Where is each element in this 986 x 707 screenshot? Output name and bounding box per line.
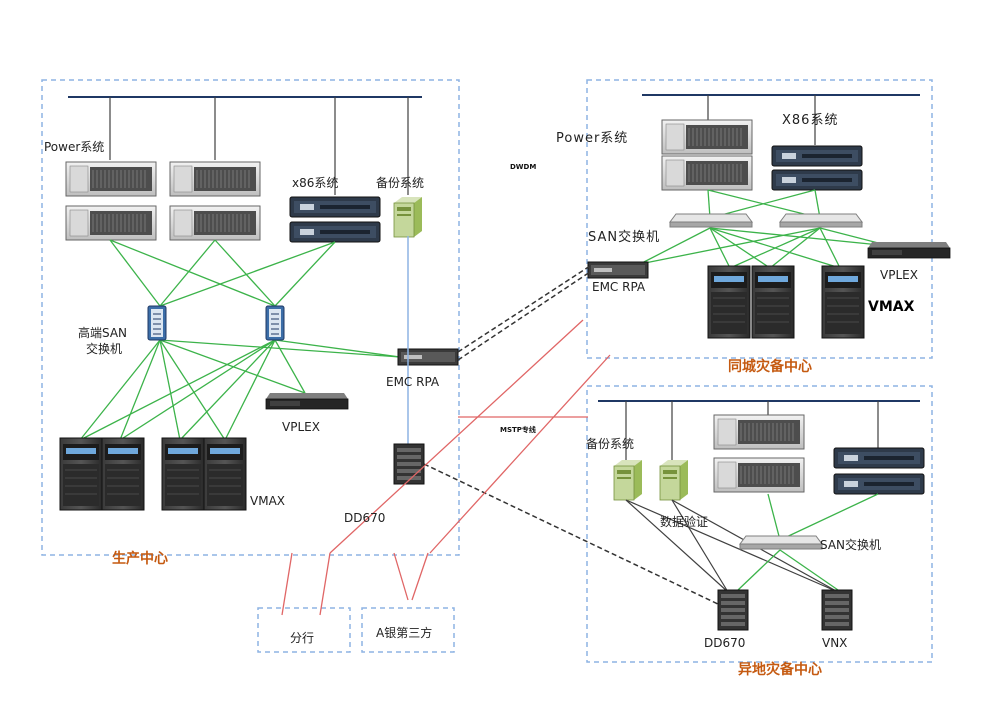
label-remote-backup: 备份系统 xyxy=(586,437,634,451)
label-zone-branch: 分行 xyxy=(290,631,314,645)
production-emc-rpa xyxy=(397,348,459,366)
label-sc-vmax: VMAX xyxy=(868,299,915,315)
samecity-san-switches xyxy=(669,213,863,228)
label-zone-samecity: 同城灾备中心 xyxy=(728,358,812,375)
samecity-san-links xyxy=(639,189,891,269)
production-backup-server xyxy=(393,196,423,238)
production-san-switches xyxy=(147,305,285,341)
label-sc-emc-rpa: EMC RPA xyxy=(592,280,646,294)
zone-borders xyxy=(41,79,933,663)
production-vplex xyxy=(265,392,349,410)
label-prod-vplex: VPLEX xyxy=(282,420,320,434)
production-dd670 xyxy=(393,443,425,485)
remote-vnx xyxy=(821,589,853,631)
samecity-vmax-arrays xyxy=(707,265,865,339)
production-zone xyxy=(41,79,460,556)
production-san-links xyxy=(79,239,401,441)
label-prod-emc-rpa: EMC RPA xyxy=(386,375,440,389)
label-prod-san-2: 交换机 xyxy=(86,341,122,356)
label-zone-production: 生产中心 xyxy=(112,550,168,567)
label-dwdm: DWDM xyxy=(510,163,536,171)
production-vmax-arrays xyxy=(59,437,247,511)
label-remote-vnx: VNX xyxy=(822,636,847,650)
label-prod-san-1: 高端SAN xyxy=(78,325,127,340)
label-remote-san: SAN交换机 xyxy=(820,537,881,552)
dwdm-links xyxy=(468,177,582,216)
label-prod-backup: 备份系统 xyxy=(376,176,424,190)
remote-dd670 xyxy=(717,589,749,631)
bus-drops xyxy=(109,95,879,460)
samecity-emc-rpa xyxy=(587,261,649,279)
samecity-power-servers xyxy=(661,119,753,191)
label-sc-power: Power系统 xyxy=(556,131,628,146)
remote-zone xyxy=(586,385,933,663)
label-remote-verify: 数据验证 xyxy=(660,514,708,529)
remote-san-links xyxy=(737,493,879,591)
production-power-servers xyxy=(65,161,261,241)
label-prod-vmax: VMAX xyxy=(250,494,285,508)
remote-san-switch xyxy=(739,535,823,550)
remote-backup-servers xyxy=(613,459,689,501)
label-sc-san: SAN交换机 xyxy=(588,229,660,245)
remote-servers xyxy=(713,414,925,495)
label-zone-remote: 异地灾备中心 xyxy=(738,661,822,678)
rpa-dashed-links xyxy=(423,265,721,606)
label-remote-dd670: DD670 xyxy=(704,636,745,650)
production-x86-servers xyxy=(289,196,381,243)
label-prod-power: Power系统 xyxy=(44,140,104,154)
label-sc-vplex: VPLEX xyxy=(880,268,918,282)
label-prod-dd670: DD670 xyxy=(344,511,385,525)
same-city-zone xyxy=(586,79,933,359)
label-sc-x86: X86系统 xyxy=(782,113,838,128)
samecity-vplex xyxy=(867,241,951,259)
label-prod-x86: x86系统 xyxy=(292,176,338,190)
third-party-zone xyxy=(361,607,455,653)
samecity-x86-servers xyxy=(771,145,863,191)
mstp-links xyxy=(281,319,611,616)
label-mstp: MSTP专线 xyxy=(500,425,536,434)
label-zone-third-party: A银第三方 xyxy=(376,625,432,640)
branch-zone xyxy=(257,607,351,653)
bus-lines xyxy=(68,94,920,402)
